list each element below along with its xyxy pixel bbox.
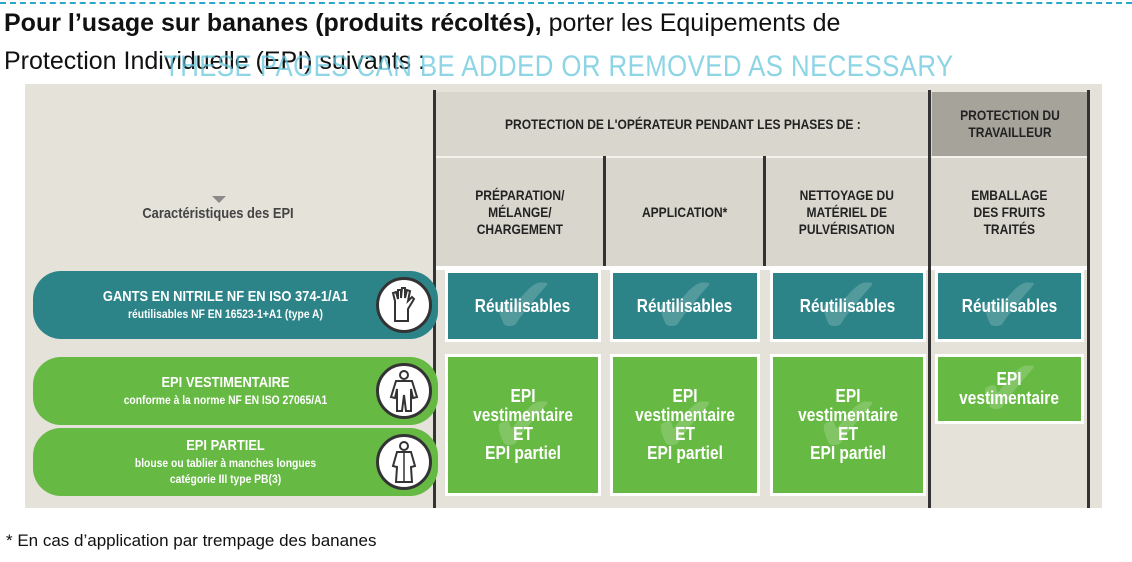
row-gants-sub: réutilisables NF EN 16523-1+A1 (type A)	[128, 307, 323, 321]
cell-gants-application: ✔Réutilisables	[610, 266, 760, 346]
worker-header-bg	[932, 92, 1087, 156]
intro-line2: Protection Individuelle (EPI) suivants :	[4, 47, 426, 75]
cell-gants-preparation: ✔Réutilisables	[445, 266, 601, 346]
row-partiel-title: EPI PARTIEL	[186, 437, 265, 454]
footnote: * En cas d’application par trempage des …	[6, 531, 377, 550]
cell-gants-emballage: ✔Réutilisables	[935, 266, 1084, 346]
header-divider	[435, 156, 1087, 158]
column-heads-bg	[435, 156, 932, 268]
apron-icon	[376, 434, 432, 490]
row-gants-title: GANTS EN NITRILE NF EN ISO 374-1/A1	[102, 288, 349, 305]
intro-text: Pour l’usage sur bananes (produits récol…	[4, 4, 1132, 80]
row-vestimentaire: EPI VESTIMENTAIRE conforme à la norme NF …	[33, 357, 438, 425]
vline-2	[603, 156, 606, 266]
down-arrow-icon	[212, 196, 226, 203]
col-application: APPLICATION*	[641, 203, 728, 220]
operator-header: PROTECTION DE L'OPÉRATEUR PENDANT LES PH…	[504, 115, 861, 132]
cell-gants-nettoyage: ✔Réutilisables	[770, 266, 926, 346]
gloves-icon	[376, 277, 432, 333]
watermark: THESE PAGES CAN BE ADDED OR REMOVED AS N…	[164, 50, 954, 83]
row-partiel-sub2: catégorie III type PB(3)	[169, 472, 282, 486]
col-preparation: PRÉPARATION/MÉLANGE/CHARGEMENT	[474, 186, 565, 237]
row-partiel: EPI PARTIEL blouse ou tablier à manches l…	[33, 428, 438, 496]
vline-4	[928, 90, 931, 508]
row-partiel-sub: blouse ou tablier à manches longues	[134, 456, 317, 470]
intro-rest: porter les Equipements de	[541, 9, 841, 37]
vline-3	[763, 156, 766, 266]
worker-col-bg	[932, 156, 1087, 268]
row-gants: GANTS EN NITRILE NF EN ISO 374-1/A1 réuti…	[33, 271, 438, 339]
body-divider	[435, 266, 1087, 270]
top-dashed-line	[0, 2, 1132, 4]
characteristics-label: Caractéristiques des EPI	[142, 205, 294, 222]
coverall-icon	[376, 363, 432, 419]
row-vestimentaire-title: EPI VESTIMENTAIRE	[161, 374, 290, 391]
vline-5	[1087, 90, 1090, 508]
intro-bold: Pour l’usage sur bananes (produits récol…	[4, 9, 542, 37]
row-vestimentaire-sub: conforme à la norme NF EN ISO 27065/A1	[123, 393, 328, 407]
operator-header-bg	[435, 92, 932, 156]
